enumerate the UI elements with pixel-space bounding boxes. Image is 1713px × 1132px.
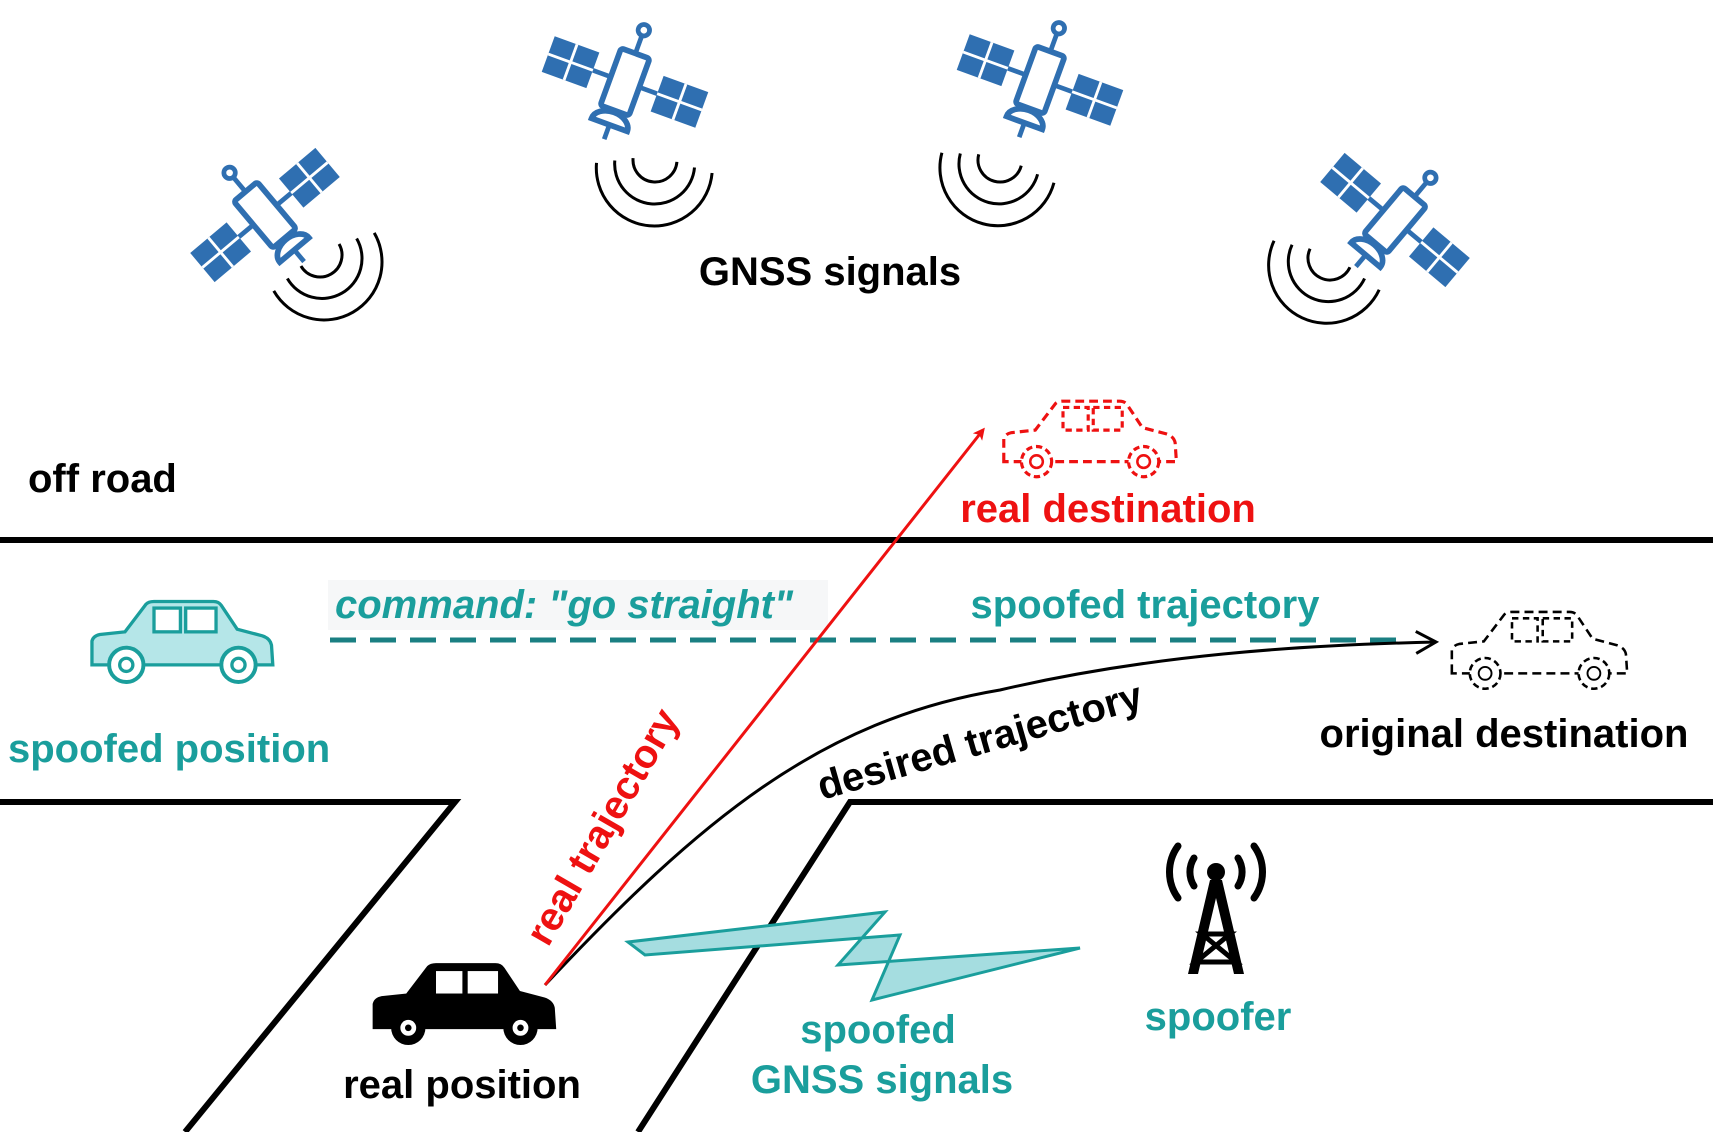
real-trajectory-arrow	[543, 427, 985, 986]
real-trajectory-label: real trajectory	[518, 701, 689, 953]
gnss-signals-label: GNSS signals	[699, 250, 961, 294]
signal-waves-icon	[589, 153, 715, 233]
command-label: command: "go straight"	[335, 583, 794, 627]
real-destination-label: real destination	[960, 487, 1256, 531]
spoofed-position-label: spoofed position	[8, 727, 330, 771]
real-position-label: real position	[343, 1063, 581, 1107]
spoofed-position-car-icon	[90, 599, 275, 684]
spoofed-gnss-label-line1: spoofed	[800, 1008, 956, 1052]
satellite-icon	[163, 116, 366, 314]
spoofed-trajectory-label: spoofed trajectory	[971, 583, 1321, 627]
spoofer-label: spoofer	[1145, 995, 1292, 1039]
lightning-signal-icon	[624, 910, 1081, 1003]
radio-tower-icon	[1166, 842, 1266, 974]
satellite-icon	[527, 0, 722, 167]
real-destination-car-icon	[1002, 399, 1178, 479]
desired-trajectory-path	[543, 630, 1440, 987]
signal-waves-icon	[925, 143, 1058, 241]
satellite-icon	[1293, 121, 1496, 319]
original-destination-label: original destination	[1320, 712, 1689, 756]
road-edge-bottom-right	[635, 799, 1713, 1132]
off-road-label: off road	[28, 457, 177, 501]
road-edge-bottom-left	[0, 799, 462, 1132]
command-label-background	[328, 580, 828, 630]
original-destination-car-icon	[1450, 610, 1629, 690]
satellite-icon	[942, 0, 1137, 165]
spoofed-gnss-label-line2: GNSS signals	[751, 1058, 1013, 1102]
real-position-car-icon	[372, 963, 557, 1045]
